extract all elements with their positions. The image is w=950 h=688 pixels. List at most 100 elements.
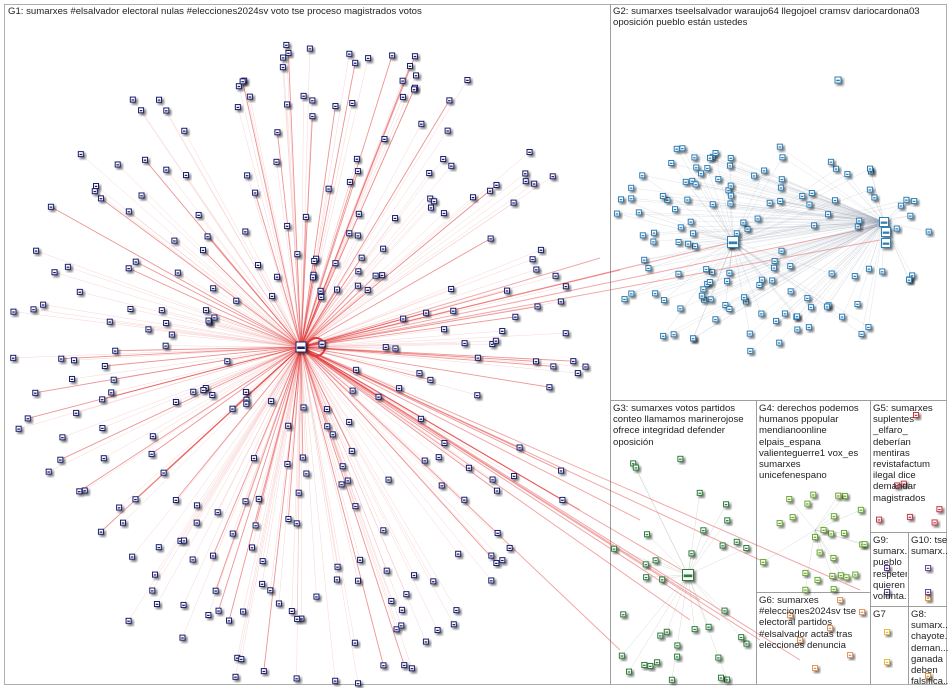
node-g1 <box>318 340 326 348</box>
edge-g1 <box>300 116 313 348</box>
node-g3 <box>620 611 627 618</box>
edge-g1 <box>237 346 302 658</box>
node-g1 <box>365 55 372 62</box>
node-g2 <box>805 324 812 331</box>
node-g2 <box>769 277 776 284</box>
edge-g1 <box>300 346 336 681</box>
node-g1 <box>398 606 405 613</box>
node-g3 <box>663 628 670 635</box>
edge-g1 <box>291 346 302 612</box>
node-g1 <box>210 285 217 292</box>
edge-g2 <box>779 146 885 223</box>
edge-g1 <box>177 272 302 348</box>
edge-g3 <box>646 574 689 578</box>
node-g2 <box>787 263 794 270</box>
node-g1 <box>323 406 330 413</box>
edge-g2 <box>685 181 885 223</box>
node-g5 <box>900 480 907 487</box>
node-g1 <box>550 363 557 370</box>
node-g4 <box>861 541 868 548</box>
edge-g1 <box>60 346 302 461</box>
node-g1 <box>293 520 300 527</box>
edge-cross <box>300 239 881 348</box>
edge-g1 <box>300 277 314 348</box>
node-g1 <box>268 398 275 405</box>
node-g1 <box>199 247 206 254</box>
edge-g1 <box>300 346 493 480</box>
node-g1 <box>303 470 310 477</box>
edge-g1 <box>158 346 302 548</box>
edge-g2 <box>662 241 734 337</box>
edge-g1 <box>271 295 302 348</box>
edge-g1 <box>276 161 302 348</box>
node-g1 <box>423 309 430 316</box>
edge-g2 <box>811 192 885 223</box>
node-g1 <box>493 559 500 566</box>
node-g1 <box>238 656 245 663</box>
node-g1 <box>93 183 100 190</box>
edge-g1 <box>287 346 302 426</box>
node-g1 <box>562 330 569 337</box>
node-g2 <box>758 276 765 283</box>
node-g1 <box>499 557 506 564</box>
edge-g2 <box>700 173 885 223</box>
edge-cross <box>300 241 734 348</box>
edge-g2 <box>732 241 828 307</box>
node-g2 <box>677 224 684 231</box>
edge-g1 <box>300 346 343 467</box>
node-g1 <box>313 593 320 600</box>
node-g2 <box>645 265 652 272</box>
edge-g1 <box>198 214 302 348</box>
edge-g1 <box>300 123 422 348</box>
node-g1 <box>138 192 145 199</box>
node-g1 <box>239 78 246 85</box>
edge-g3 <box>687 530 704 576</box>
node-g1 <box>355 680 362 687</box>
edge-g1 <box>245 231 302 348</box>
edge-g3 <box>613 548 689 576</box>
node-g1 <box>142 156 149 163</box>
node-g1 <box>108 389 115 396</box>
node-g1 <box>474 354 481 361</box>
node-g4 <box>830 554 837 561</box>
node-g3 <box>717 674 724 681</box>
node-g1 <box>59 434 66 441</box>
node-g2 <box>793 313 800 320</box>
edge-g1 <box>300 346 578 374</box>
node-g1 <box>489 341 496 348</box>
edge-g2 <box>729 221 885 274</box>
node-g1 <box>364 286 371 293</box>
node-g3 <box>625 668 632 675</box>
node-g3 <box>700 527 707 534</box>
node-g2 <box>652 290 659 297</box>
edge-g2 <box>701 221 885 296</box>
edge-g1 <box>246 175 302 348</box>
edge-g1 <box>35 346 302 394</box>
edge-g2 <box>687 199 885 223</box>
edge-g1 <box>166 322 302 348</box>
edge-g1 <box>300 53 350 348</box>
node-g3 <box>632 464 639 471</box>
edge-g1 <box>132 99 302 348</box>
node-g1 <box>418 120 425 127</box>
edge-g1 <box>171 334 302 348</box>
node-g1 <box>40 301 47 308</box>
node-g1 <box>406 62 413 69</box>
edge-cross <box>300 269 621 348</box>
edge-g1 <box>300 346 348 481</box>
node-g2 <box>740 219 747 226</box>
node-g2 <box>628 184 635 191</box>
node-g4 <box>830 513 837 520</box>
node-g1 <box>426 170 433 177</box>
node-g1 <box>427 204 434 211</box>
node-g3 <box>647 662 654 669</box>
node-g1 <box>284 460 291 467</box>
node-g2 <box>865 265 872 272</box>
node-g1 <box>380 662 387 669</box>
node-g2 <box>712 149 719 156</box>
node-g1 <box>552 272 559 279</box>
node-g2 <box>871 194 878 201</box>
node-g2 <box>879 268 886 275</box>
edge-g1 <box>43 304 302 348</box>
node-g2 <box>727 182 734 189</box>
